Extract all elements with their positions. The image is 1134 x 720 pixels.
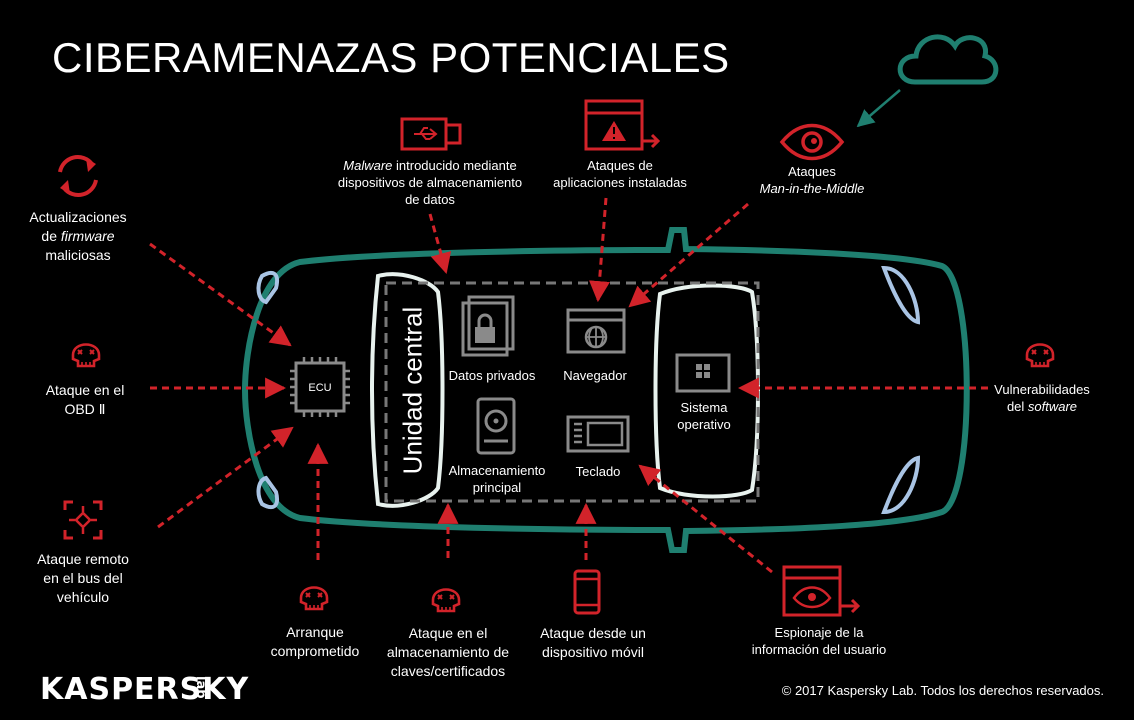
- cloud-arrow: [856, 89, 901, 128]
- browser-warning-icon: [584, 99, 661, 151]
- component-datos: Datos privados: [448, 368, 536, 383]
- keyboard-icon: [566, 415, 630, 453]
- hard-drive-icon: [476, 397, 516, 455]
- arrow-malware: [428, 213, 452, 275]
- kaspersky-logo: KASPERSKY: [40, 672, 250, 707]
- browser-eye-icon: [782, 565, 861, 617]
- windows-icon: [675, 353, 731, 393]
- cloud-icon: [897, 34, 999, 85]
- kaspersky-logo-lab: lab: [193, 676, 208, 699]
- car-body: [241, 227, 970, 553]
- skull-icon: [431, 588, 461, 613]
- component-teclado: Teclado: [575, 464, 621, 479]
- page-title: CIBERAMENAZAS POTENCIALES: [52, 34, 730, 81]
- central-unit-label: Unidad central: [397, 306, 428, 474]
- label-firmware: Actualizaciones de firmware maliciosas: [29, 209, 127, 263]
- smartphone-icon: [573, 569, 601, 615]
- skull-icon: [71, 343, 101, 368]
- component-navegador: Navegador: [563, 368, 627, 383]
- skull-icon: [1025, 343, 1055, 368]
- arrow-firmware: [149, 242, 292, 347]
- skull-icon: [299, 586, 329, 611]
- eye-icon: [779, 123, 845, 161]
- target-icon: [63, 500, 103, 540]
- ecu-label: ECU: [308, 382, 332, 394]
- threat-arrows: [149, 197, 988, 574]
- arrow-mitm: [628, 202, 749, 308]
- arrow-apps: [589, 197, 610, 303]
- usb-icon: [400, 117, 462, 151]
- label-malware: Malware introducido mediante dispositivo…: [337, 158, 523, 207]
- label-software: Vulnerabilidades del software: [994, 382, 1090, 414]
- rear-windshield: [653, 283, 760, 499]
- globe-browser-icon: [566, 308, 626, 354]
- refresh-icon: [58, 155, 98, 197]
- copyright-text: © 2017 Kaspersky Lab. Todos los derechos…: [781, 683, 1104, 698]
- front-windshield: [370, 272, 445, 508]
- lock-documents-icon: [461, 295, 515, 357]
- chip-icon: [290, 357, 350, 417]
- arrow-bus: [157, 426, 294, 529]
- arrow-espionaje: [638, 464, 773, 574]
